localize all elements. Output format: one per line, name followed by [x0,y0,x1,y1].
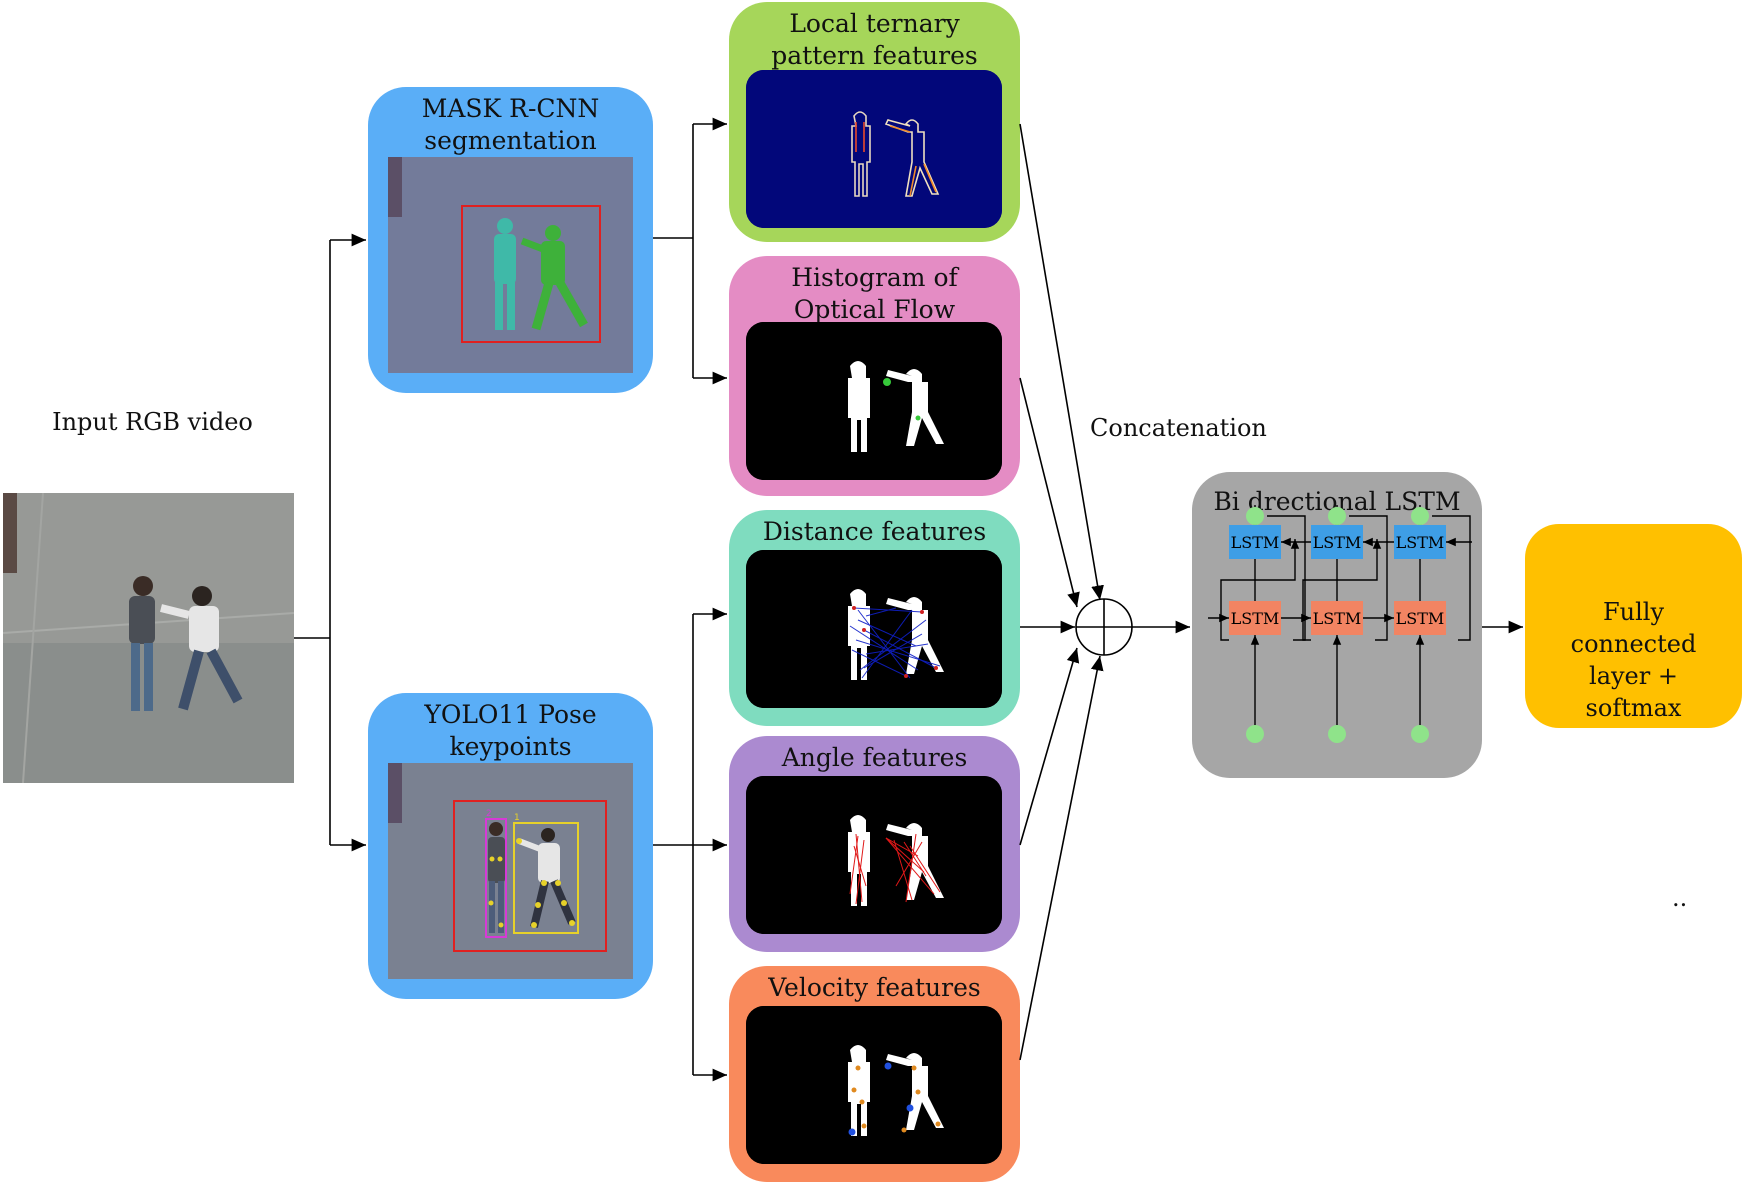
input-video-frame [3,493,294,783]
ltp-features-title: Local ternary pattern features [771,9,978,70]
angle-features-box: Angle features [729,736,1020,952]
velocity-features-title: Velocity features [768,973,981,1002]
hof-features-box: Histogram of Optical Flow features [729,256,1020,496]
concatenation-operator-icon [1075,598,1133,656]
person-id-1: 1 [514,813,520,823]
lstm-column-2: LSTM LSTM [1311,507,1363,743]
person-left-figure [129,576,155,711]
bilstm-diagram: LSTM LSTM LSTM LSTM LSTM LSTM [1208,505,1472,743]
fc-softmax-box: Fully connected layer + softmax [1525,524,1742,728]
lstm-output-node [1246,507,1264,525]
segmented-person-right [520,225,588,331]
lstm-output-node [1411,507,1429,525]
pose-person-left [488,822,505,933]
ltp-features-image [746,70,1002,228]
angle-features-image [746,776,1002,934]
lstm-backward-cell [1229,525,1281,559]
person-id-2: 2 [486,809,492,819]
velocity-features-image [746,1006,1002,1164]
lstm-input-node [1328,725,1346,743]
yolo-pose-output-image: 2 1 [388,763,633,979]
lstm-cell-label: LSTM [1313,609,1362,628]
lstm-backward-cell [1394,525,1446,559]
person-right-figure [160,586,243,711]
lstm-input-node [1411,725,1429,743]
lstm-cell-label: LSTM [1231,609,1280,628]
distance-features-box: Distance features [729,510,1020,726]
footnote-dots: .. [1672,884,1688,912]
yolo-pose-box: YOLO11 Pose keypoints detection 2 1 [368,693,653,999]
lstm-forward-cell [1229,601,1281,635]
velocity-features-box: Velocity features [729,966,1020,1182]
lstm-cell-label: LSTM [1396,533,1445,552]
angle-features-title: Angle features [781,743,968,772]
lstm-column-3: LSTM LSTM [1394,507,1446,743]
lstm-cell-label: LSTM [1231,533,1280,552]
hof-features-image [746,322,1002,480]
lstm-output-node [1328,507,1346,525]
distance-features-image [746,550,1002,708]
concatenation-label: Concatenation [1090,414,1267,442]
lstm-column-1: LSTM LSTM [1229,507,1281,743]
ltp-features-box: Local ternary pattern features [729,2,1020,242]
lstm-cell-label: LSTM [1313,533,1362,552]
lstm-forward-cell [1311,601,1363,635]
fc-softmax-label: Fully connected layer + softmax [1570,598,1697,722]
mask-rcnn-title: MASK R-CNN segmentation [421,94,600,155]
distance-features-title: Distance features [762,517,987,546]
lstm-input-node [1246,725,1264,743]
lstm-cell-label: LSTM [1396,609,1445,628]
mask-rcnn-output-image [388,157,633,373]
segmented-person-left [494,218,516,330]
mask-rcnn-box: MASK R-CNN segmentation [368,87,653,393]
pose-person-right [516,828,576,928]
lstm-backward-cell [1311,525,1363,559]
input-label: Input RGB video [52,408,253,436]
lstm-forward-cell [1394,601,1446,635]
